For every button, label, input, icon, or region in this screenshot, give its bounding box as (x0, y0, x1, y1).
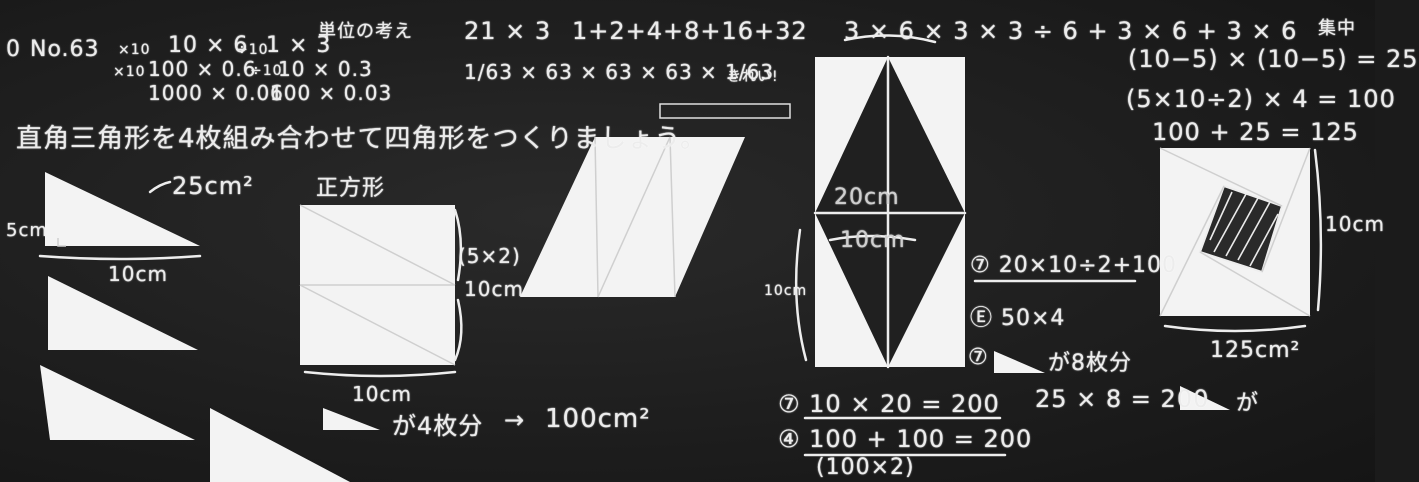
sum-note: きれい! (727, 69, 779, 85)
right-calc-2: (5×10÷2) × 4 = 100 (1126, 85, 1396, 113)
calc-b: ④ 100 + 100 = 200 (778, 425, 1033, 453)
calc-line-1: 10 × 6 (168, 33, 249, 58)
calc-line-2b: 10 × 0.3 (278, 57, 373, 81)
div-mark-2: ÷10 (250, 63, 283, 79)
triangle-area-label: 25cm² (172, 172, 254, 200)
calc-a: ⑦ 10 × 20 = 200 (778, 390, 1000, 418)
calc-e3: が (1236, 391, 1260, 416)
triangle-height-label: 5cm (6, 220, 48, 241)
calc-line-2: 100 × 0.6 (148, 57, 257, 81)
calc-line-3b: 100 × 0.03 (270, 81, 393, 105)
fraction-expression: 1/63 × 63 × 63 × 63 × 1/63 (464, 60, 775, 84)
corner-note: 集中 (1318, 18, 1356, 39)
rhombus-height-label: 10cm (840, 228, 906, 253)
small-triangle-icon-3 (1180, 386, 1230, 410)
square-side-calc: (5×2) (458, 244, 521, 268)
sum-expression-a: 21 × 3 (464, 17, 552, 45)
triangle-base-label: 10cm (108, 262, 168, 286)
board-drawings (38, 34, 1323, 482)
calc-e-mark: ⑦ (968, 345, 989, 370)
div-mark: ÷10 (236, 42, 269, 58)
arrow: → (504, 406, 526, 434)
base-brace (38, 254, 202, 261)
square-title: 正方形 (316, 176, 386, 201)
rhombus-width-label: 20cm (834, 185, 900, 210)
calc-d: Ⓔ 50×4 (970, 306, 1066, 331)
calc-c: ⑦ 20×10÷2+100 (970, 253, 1177, 278)
square-area: 100cm² (545, 404, 651, 434)
square-side-label: 10cm (464, 277, 524, 301)
square-bottom-label: 10cm (352, 382, 412, 406)
calc-line-1b: 1 × 3 (266, 33, 332, 58)
problem-number: No.63 (30, 37, 100, 62)
small-triangle-icon-2 (994, 351, 1045, 373)
unit-note: 単位の考え (318, 21, 413, 42)
square-note: が4枚分 (392, 412, 484, 440)
small-triangle-icon (323, 408, 380, 430)
task-instruction: 直角三角形を4枚組み合わせて四角形をつくりましょう。 (16, 124, 707, 154)
right-calc-3: 100 + 25 = 125 (1152, 118, 1359, 146)
right-triangle-2 (48, 276, 198, 350)
parallelogram-shape (520, 137, 745, 297)
sum-expression-b: 1+2+4+8+16+32 (572, 17, 808, 45)
top-right-expression: 3 × 6 × 3 × 3 ÷ 6 + 3 × 6 + 3 × 6 (844, 17, 1298, 45)
right-calc-1: (10−5) × (10−5) = 25 (1128, 45, 1419, 73)
calc-b2: (100×2) (816, 455, 915, 480)
calc-e2: 25 × 8 = 200 (1035, 385, 1210, 413)
right-triangle-4 (210, 408, 350, 482)
calc-e: が8枚分 (1048, 351, 1132, 376)
calc-line-3: 1000 × 0.06 (148, 81, 284, 105)
rhombus-side-label: 10cm (764, 283, 808, 299)
mult-mark-2: ×10 (113, 64, 146, 80)
right-area-label: 125cm² (1210, 338, 1301, 363)
right-side-label: 10cm (1325, 212, 1385, 236)
mult-mark: ×10 (118, 42, 151, 58)
right-triangle-3 (40, 365, 195, 440)
line-prefix: 0 (6, 37, 21, 62)
right-triangle-1 (45, 172, 200, 246)
